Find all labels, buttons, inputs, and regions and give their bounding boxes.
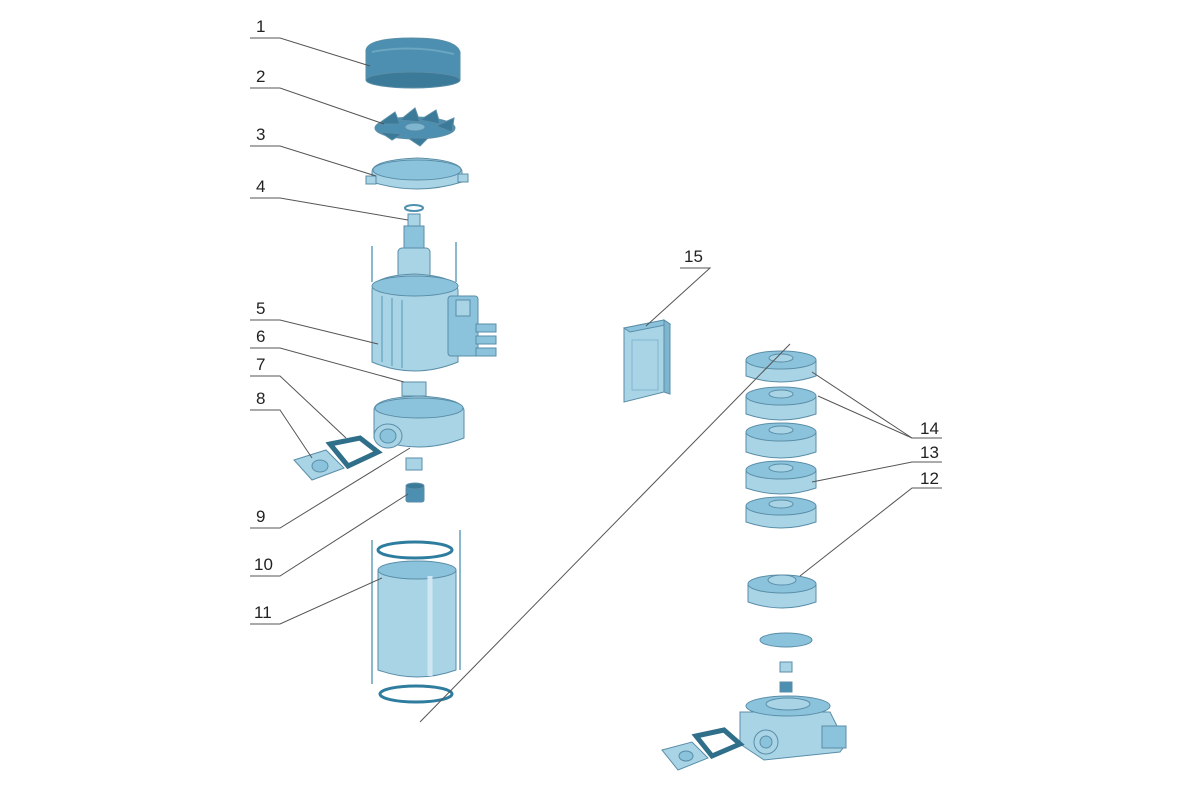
label-12: 12: [920, 469, 939, 488]
stage-2: [745, 386, 817, 421]
bearing-shaft: [397, 204, 431, 279]
label-8: 8: [256, 389, 265, 408]
label-10: 10: [254, 555, 273, 574]
label-3: 3: [256, 125, 265, 144]
stage-4: [745, 460, 817, 495]
pump-base: [739, 695, 847, 761]
motor-top-plate: [365, 157, 469, 190]
label-15: 15: [684, 247, 703, 266]
mechanical-seal: [405, 457, 425, 503]
label-13: 13: [920, 443, 939, 462]
outer-sleeve: [371, 530, 461, 704]
label-6: 6: [256, 327, 265, 346]
leader-lines: [250, 37, 942, 625]
pump-bracket: [373, 395, 465, 449]
label-14: 14: [920, 419, 939, 438]
label-11: 11: [254, 603, 272, 622]
label-2: 2: [256, 67, 265, 86]
label-7: 7: [256, 355, 265, 374]
part-labels: 1 2 3 4 5 6 7 8 9 10 11 12 13 14 15: [254, 17, 939, 622]
first-stage: [747, 574, 817, 609]
stage-1: [745, 350, 817, 383]
label-9: 9: [256, 507, 265, 526]
stage-3: [745, 422, 817, 459]
motor-body: [371, 242, 497, 372]
label-4: 4: [256, 177, 265, 196]
wear-plate: [759, 632, 813, 693]
stage-5: [745, 496, 817, 529]
coupling: [401, 381, 427, 397]
outlet-flange-gasket: [661, 727, 745, 771]
fan-cover: [365, 37, 461, 89]
terminal-box: [622, 319, 672, 403]
stage-stack: [745, 350, 817, 529]
assembly-axis-line: [419, 343, 791, 723]
cooling-fan: [374, 107, 456, 147]
label-1: 1: [256, 17, 265, 36]
label-5: 5: [256, 299, 265, 318]
inlet-flange-gasket: [293, 435, 383, 481]
